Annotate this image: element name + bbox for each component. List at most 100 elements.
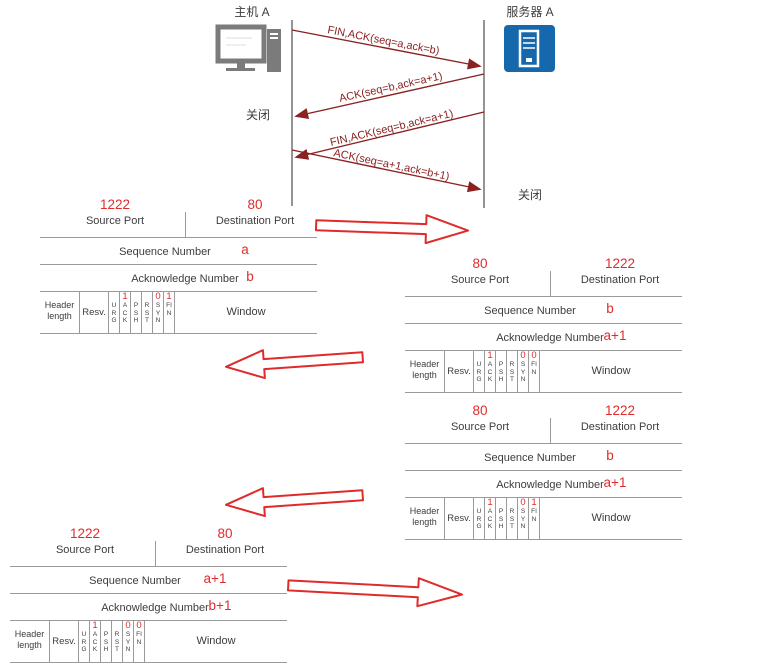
source-port-label: Source Port — [450, 421, 510, 433]
host-computer-icon — [215, 24, 281, 72]
acknowledge-number-label: Acknowledge Number — [131, 273, 239, 285]
destination-port-value: 1222 — [604, 256, 636, 271]
row-divider — [40, 237, 317, 238]
destination-port-label: Destination Port — [185, 544, 265, 556]
destination-port-label: Destination Port — [215, 215, 295, 227]
fin-flag-value: 0 — [136, 620, 142, 631]
timeline-diagram: 主机 A 服务器 A FIN — [215, 4, 555, 208]
message-label-ack-1: ACK(seq=b,ack=a+1) — [338, 70, 444, 105]
psh-flag-cell: PSH — [496, 351, 507, 392]
flow-arrow-right-2 — [285, 565, 467, 619]
rst-flag-cell: RST — [142, 292, 153, 333]
urg-flag-cell: URG — [79, 621, 90, 662]
message-label-fin-2: FIN,ACK(seq=b,ack=a+1) — [329, 108, 455, 149]
message-arrow-fin-1 — [291, 29, 482, 70]
sequence-number-value: a+1 — [203, 571, 227, 586]
row-divider — [405, 443, 682, 444]
message-arrow-fin-2 — [294, 111, 485, 160]
server-label: 服务器 A — [506, 4, 553, 19]
acknowledge-number-value: b+1 — [208, 598, 232, 613]
flow-arrow-right-1 — [313, 205, 474, 256]
header-length-cell: Header length — [405, 351, 445, 392]
acknowledge-number-label: Acknowledge Number — [496, 332, 604, 344]
host-label: 主机 A — [234, 5, 269, 19]
row-divider — [10, 566, 287, 567]
message-arrow-ack-1 — [294, 73, 485, 120]
urg-flag-cell: URG — [474, 351, 485, 392]
message-label-fin-1: FIN,ACK(seq=a,ack=b) — [326, 24, 440, 57]
fin-flag-value: 0 — [531, 350, 537, 361]
sequence-number-label: Sequence Number — [119, 246, 211, 258]
header-length-cell: Header length — [405, 498, 445, 539]
fin-flag-value: 1 — [531, 497, 537, 508]
source-port-value: 1222 — [99, 197, 131, 212]
syn-flag-value: 0 — [520, 497, 526, 508]
tcp-segment-4: 1222 80 Source Port Destination Port Seq… — [10, 526, 287, 663]
destination-port-value: 1222 — [604, 403, 636, 418]
source-port-value: 80 — [472, 256, 488, 271]
row-divider — [10, 593, 287, 594]
fin-flag-value: 1 — [166, 291, 172, 302]
server-close-label: 关闭 — [518, 188, 542, 202]
server-icon — [504, 25, 555, 72]
row-divider — [405, 470, 682, 471]
source-port-label: Source Port — [450, 274, 510, 286]
ack-flag-value: 1 — [487, 350, 493, 361]
host-close-label: 关闭 — [246, 108, 270, 122]
destination-port-label: Destination Port — [580, 274, 660, 286]
port-divider — [185, 212, 186, 237]
acknowledge-number-value: b — [246, 269, 254, 284]
rst-flag-cell: RST — [507, 351, 518, 392]
acknowledge-number-label: Acknowledge Number — [496, 479, 604, 491]
header-length-cell: Header length — [10, 621, 50, 662]
urg-flag-cell: URG — [109, 292, 120, 333]
acknowledge-number-value: a+1 — [603, 328, 627, 343]
source-port-value: 1222 — [69, 526, 101, 541]
message-arrow-ack-2 — [291, 149, 482, 193]
sequence-number-value: a — [241, 242, 249, 257]
rst-flag-cell: RST — [112, 621, 123, 662]
tcp-segment-1: 1222 80 Source Port Destination Port Seq… — [40, 197, 317, 334]
header-length-cell: Header length — [40, 292, 80, 333]
reserved-cell: Resv. — [445, 498, 474, 539]
ack-flag-value: 1 — [122, 291, 128, 302]
port-divider — [550, 271, 551, 296]
psh-flag-cell: PSH — [101, 621, 112, 662]
syn-flag-value: 0 — [520, 350, 526, 361]
ack-flag-value: 1 — [92, 620, 98, 631]
row-divider — [405, 323, 682, 324]
source-port-label: Source Port — [55, 544, 115, 556]
flow-arrow-left-2 — [221, 475, 369, 530]
port-divider — [550, 418, 551, 443]
syn-flag-value: 0 — [125, 620, 131, 631]
tcp-segment-3: 80 1222 Source Port Destination Port Seq… — [405, 403, 682, 540]
row-divider — [40, 264, 317, 265]
reserved-cell: Resv. — [445, 351, 474, 392]
psh-flag-cell: PSH — [496, 498, 507, 539]
source-port-value: 80 — [472, 403, 488, 418]
destination-port-label: Destination Port — [580, 421, 660, 433]
urg-flag-cell: URG — [474, 498, 485, 539]
row-divider — [405, 296, 682, 297]
source-port-label: Source Port — [85, 215, 145, 227]
flow-arrow-left-1 — [221, 337, 369, 392]
syn-flag-value: 0 — [155, 291, 161, 302]
sequence-number-label: Sequence Number — [484, 452, 576, 464]
message-label-ack-2: ACK(seq=a+1,ack=b+1) — [332, 147, 450, 183]
reserved-cell: Resv. — [80, 292, 109, 333]
